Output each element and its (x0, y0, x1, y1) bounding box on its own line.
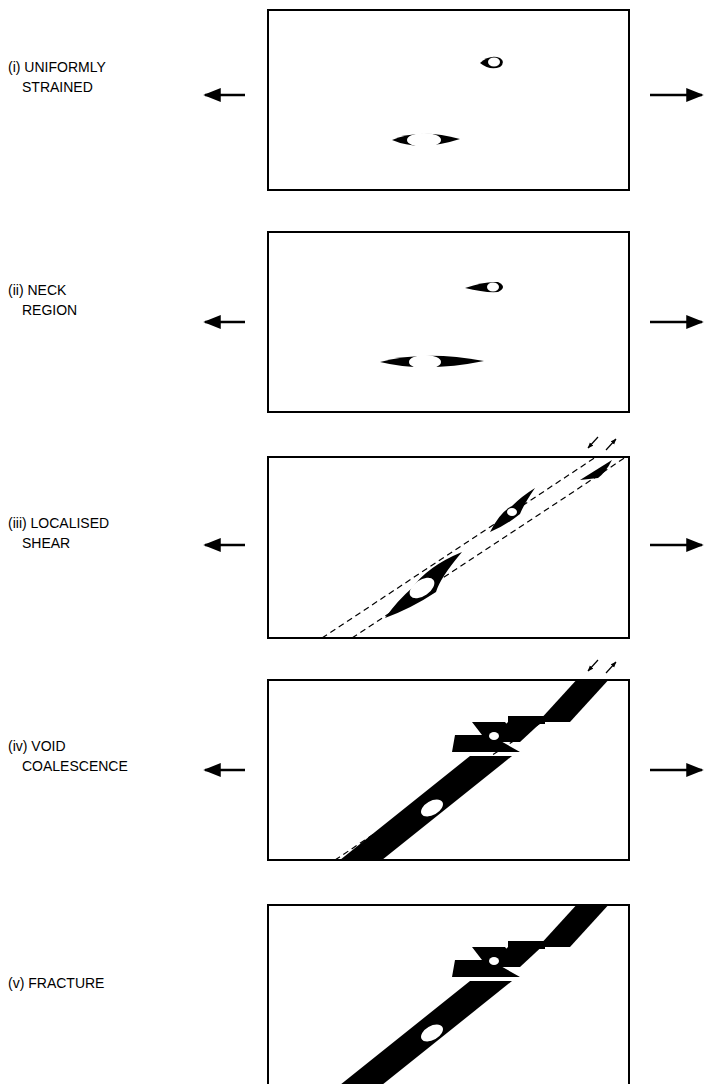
voids (380, 282, 503, 369)
voids (392, 57, 503, 147)
stage-label: (i) UNIFORMLY STRAINED (8, 57, 140, 97)
fracture-band (300, 905, 629, 1084)
shear-band (322, 437, 626, 638)
stage-label: (iv) VOID COALESCENCE (8, 736, 150, 776)
panel-frame (268, 232, 629, 412)
stage-label: (v) FRACTURE (8, 973, 182, 993)
stage-label: (iii) LOCALISED SHEAR (8, 513, 146, 553)
panel-frame (268, 457, 629, 638)
coalesced-band (330, 660, 616, 868)
panel-frame (268, 10, 629, 190)
tension-arrows (205, 95, 702, 770)
stage-label: (ii) NECK REGION (8, 280, 122, 320)
